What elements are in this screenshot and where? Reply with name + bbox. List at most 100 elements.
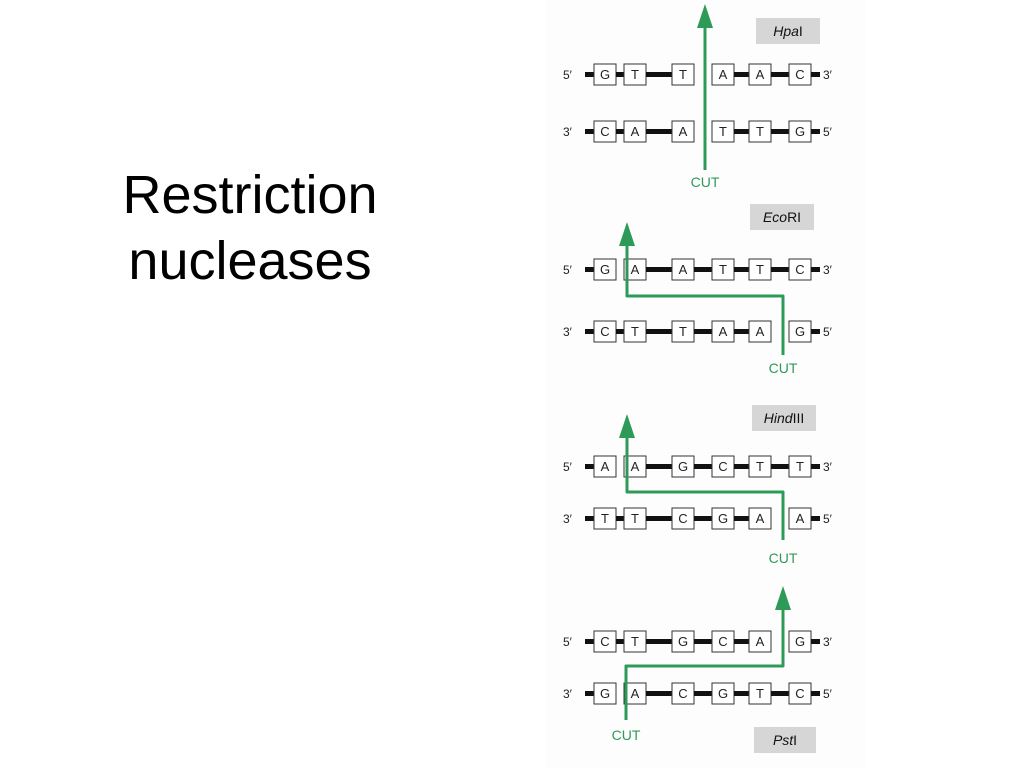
base-letter: G [678, 634, 688, 649]
slide-title-line-2: nucleases [128, 231, 372, 291]
enzyme-name-label: HpaI [773, 23, 803, 39]
base-letter: A [719, 324, 728, 339]
backbone-connector [646, 267, 672, 272]
enzyme-name-roman: III [793, 410, 805, 426]
base-box [671, 120, 695, 143]
base-letter: T [719, 124, 727, 139]
base-letter: A [756, 324, 765, 339]
backbone-connector [771, 72, 789, 77]
backbone-connector [585, 516, 594, 521]
base-letter: G [795, 634, 805, 649]
top_strand-left-end-label: 5′ [563, 635, 573, 649]
top_strand-right-end-label: 3′ [823, 263, 833, 277]
base-letter: T [756, 262, 764, 277]
backbone-connector [585, 72, 594, 77]
slide-title-line-1: Restriction [122, 165, 378, 225]
backbone-connector [694, 329, 712, 334]
base-letter: A [756, 511, 765, 526]
base-box [671, 63, 695, 86]
base-letter: T [756, 459, 764, 474]
backbone-connector [646, 329, 672, 334]
cut-label: CUT [691, 174, 720, 190]
backbone-connector [585, 129, 594, 134]
backbone-connector [734, 516, 749, 521]
base-letter: A [679, 262, 688, 277]
backbone-connector [694, 464, 712, 469]
backbone-connector [734, 639, 749, 644]
base-letter: G [600, 67, 610, 82]
cut-arrowhead-icon [619, 414, 635, 438]
cut-label: CUT [769, 360, 798, 376]
enzyme-name-label: PstI [773, 732, 797, 748]
base-letter: G [795, 324, 805, 339]
backbone-connector [734, 129, 749, 134]
base-letter: A [679, 124, 688, 139]
backbone-connector [811, 329, 820, 334]
backbone-connector [646, 464, 672, 469]
backbone-connector [811, 464, 820, 469]
bottom_strand-left-end-label: 3′ [563, 125, 573, 139]
backbone-connector [694, 691, 712, 696]
backbone-connector [811, 267, 820, 272]
base-letter: C [678, 686, 687, 701]
base-letter: T [631, 634, 639, 649]
backbone-connector [585, 464, 594, 469]
base-letter: T [756, 124, 764, 139]
base-letter: G [600, 262, 610, 277]
slide-title: Restriction nucleases [70, 162, 430, 294]
base-letter: A [631, 124, 640, 139]
top_strand-right-end-label: 3′ [823, 460, 833, 474]
base-letter: T [796, 459, 804, 474]
backbone-connector [646, 691, 672, 696]
enzyme-name-label: EcoRI [763, 209, 801, 225]
backbone-connector [646, 639, 672, 644]
top_strand-right-end-label: 3′ [823, 68, 833, 82]
backbone-connector [734, 464, 749, 469]
backbone-connector [646, 72, 672, 77]
enzyme-name-label: HindIII [764, 410, 804, 426]
cut-arrowhead-icon [697, 4, 713, 28]
backbone-connector [646, 129, 672, 134]
enzyme-name-italic: Hind [764, 410, 794, 426]
base-letter: T [679, 324, 687, 339]
cut-label: CUT [612, 727, 641, 743]
base-letter: G [795, 124, 805, 139]
bottom_strand-right-end-label: 5′ [823, 687, 833, 701]
backbone-connector [811, 516, 820, 521]
base-letter: C [600, 124, 609, 139]
base-letter: C [600, 634, 609, 649]
base-letter: A [631, 686, 640, 701]
base-letter: T [631, 324, 639, 339]
cut-path-line [625, 226, 785, 355]
backbone-connector [585, 691, 594, 696]
bottom_strand-right-end-label: 5′ [823, 325, 833, 339]
backbone-connector [771, 129, 789, 134]
enzyme-name-italic: Hpa [773, 23, 799, 39]
backbone-connector [811, 691, 820, 696]
base-letter: A [756, 634, 765, 649]
cut-path-line [624, 590, 785, 720]
base-box [593, 258, 617, 281]
base-letter: A [796, 511, 805, 526]
backbone-connector [771, 267, 789, 272]
backbone-connector [734, 72, 749, 77]
backbone-connector [646, 516, 672, 521]
base-letter: T [631, 511, 639, 526]
backbone-connector [694, 639, 712, 644]
cut-path-line [625, 418, 785, 540]
cut-arrowhead-icon [619, 222, 635, 246]
enzyme-name-italic: Pst [773, 732, 794, 748]
base-letter: G [718, 686, 728, 701]
base-letter: C [795, 67, 804, 82]
backbone-connector [734, 691, 749, 696]
base-box [748, 507, 772, 530]
bottom_strand-left-end-label: 3′ [563, 325, 573, 339]
backbone-connector [771, 691, 789, 696]
enzyme-label-box [756, 18, 820, 44]
base-letter: C [600, 324, 609, 339]
enzyme-name-roman: I [793, 732, 797, 748]
backbone-connector [694, 267, 712, 272]
enzyme-label-box [750, 204, 814, 230]
